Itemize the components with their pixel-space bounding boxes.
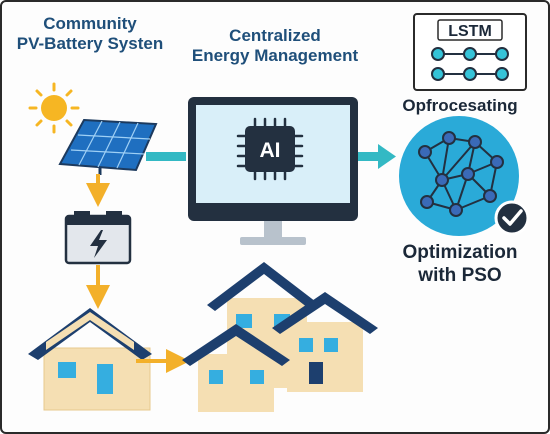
sun-icon [28, 82, 80, 134]
ems-title-line1: Centralized [229, 26, 321, 45]
pv-title-line1: Community [43, 14, 137, 33]
arrow-monitor-to-network [358, 152, 380, 161]
neural-network-icon [399, 116, 519, 236]
pv-title-line2: PV-Battery Systen [16, 34, 164, 54]
lstm-box: LSTM [413, 13, 527, 91]
lstm-cells [431, 47, 509, 81]
forecasting-label: Opfrocesating [402, 96, 518, 115]
houses-cluster-icon [182, 262, 378, 412]
pv-system-title: Community PV-Battery Systen [10, 14, 170, 55]
ai-chip-label: AI [260, 139, 281, 162]
solar-panel-icon [58, 118, 158, 175]
pso-line1: Optimization [402, 242, 518, 263]
arrow-panel-to-monitor [146, 152, 186, 161]
ems-title: Centralized Energy Management [170, 26, 380, 67]
battery-icon [64, 211, 132, 265]
lstm-label: LSTM [448, 23, 492, 40]
pso-line2: with PSO [418, 264, 502, 286]
ems-title-line2: Energy Management [191, 46, 359, 66]
ai-chip-icon: AI [236, 117, 304, 181]
house-icon [28, 308, 152, 411]
pso-label: Optimization with PSO [380, 242, 540, 288]
check-icon [494, 200, 530, 236]
